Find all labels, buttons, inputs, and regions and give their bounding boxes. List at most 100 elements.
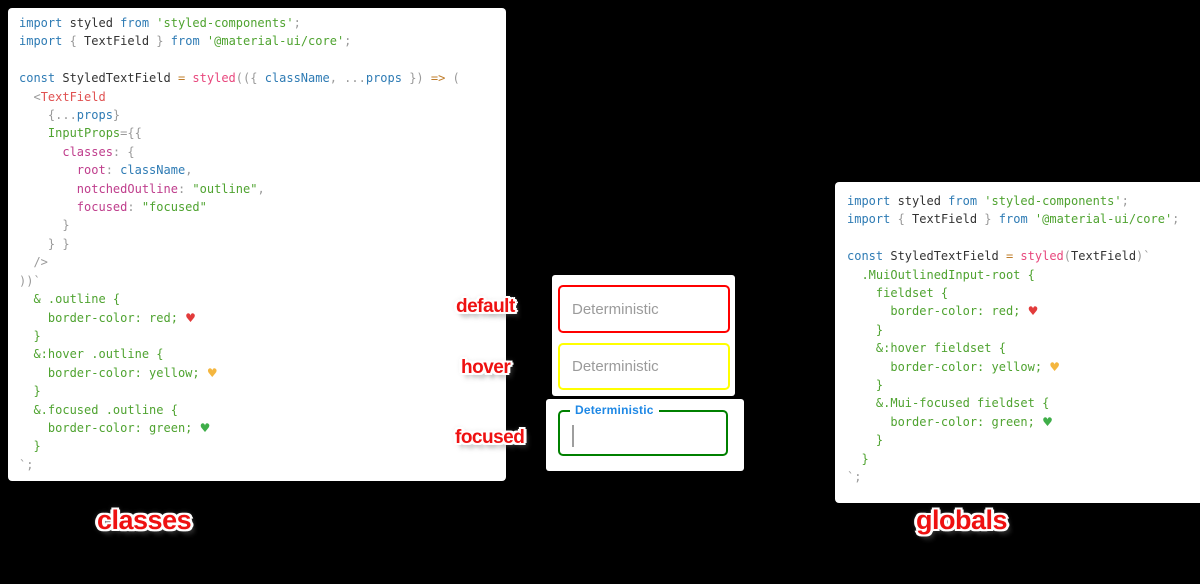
code-token: StyledTextField (883, 249, 1006, 264)
code-line (19, 51, 506, 69)
code-token: } (977, 212, 999, 227)
code-token: ; (1121, 194, 1129, 208)
code-token: ))` (19, 273, 41, 288)
code-token: 'styled-components' (977, 194, 1122, 208)
code-token: border-color: yellow; (19, 365, 207, 380)
code-token: } (847, 451, 869, 466)
code-token: )` (1136, 249, 1151, 264)
code-token: `; (19, 457, 34, 472)
code-line: fieldset { (847, 284, 1200, 302)
code-token: ; (293, 16, 301, 30)
code-line: focused: "focused" (19, 198, 506, 216)
code-token: } } (19, 236, 70, 251)
textfield-demo-panel-bottom: Deterministic (546, 399, 744, 471)
code-token: StyledTextField (55, 71, 178, 86)
code-line: } (847, 376, 1200, 394)
code-line: border-color: yellow; ♥ (847, 358, 1200, 376)
code-token: fieldset { (847, 286, 949, 301)
code-token: < (19, 89, 41, 104)
code-token: TextField (912, 212, 978, 227)
code-token: = (177, 71, 186, 86)
code-token: { (62, 34, 85, 49)
code-token: styled (890, 194, 949, 208)
code-line: notchedOutline: "outline", (19, 180, 506, 198)
code-token: &:hover .outline { (19, 347, 164, 362)
code-token: }) (401, 71, 431, 86)
textfield-default-input[interactable] (560, 287, 728, 331)
code-line: import { TextField } from '@material-ui/… (19, 32, 506, 50)
heart-icon: ♥ (185, 310, 196, 325)
caption-globals: globals (916, 505, 1008, 535)
code-token: } (19, 328, 41, 343)
code-line: ))` (19, 272, 506, 290)
code-token: &.focused .outline { (19, 402, 178, 417)
code-token: import (19, 34, 63, 49)
code-token: focused (19, 200, 128, 215)
code-token: } (847, 433, 884, 448)
code-token: { (890, 212, 913, 227)
textfield-focused[interactable]: Deterministic (558, 403, 728, 456)
code-line: `; (847, 468, 1200, 486)
code-token: } (19, 439, 41, 454)
code-token: from (120, 16, 150, 30)
code-panel-classes: import styled from 'styled-components';i… (8, 8, 506, 481)
heart-icon: ♥ (1027, 304, 1039, 319)
code-token: '@material-ui/core' (199, 34, 345, 49)
code-token: : (105, 163, 121, 178)
code-token: ; (1172, 212, 1180, 227)
textfield-hover[interactable] (558, 343, 730, 390)
code-token: ={{ (120, 126, 142, 141)
heart-icon: ♥ (1049, 359, 1061, 374)
code-token: props (76, 108, 113, 123)
code-token: border-color: green; (19, 420, 200, 435)
code-token: `; (847, 470, 862, 485)
code-token: import (19, 16, 63, 30)
code-line: const StyledTextField = styled(TextField… (847, 247, 1200, 265)
code-token: border-color: yellow; (847, 359, 1050, 374)
code-token: => (430, 71, 446, 86)
code-token: InputProps (19, 126, 121, 141)
code-token: ; (344, 34, 352, 49)
code-token: {... (19, 108, 77, 123)
code-token: : (127, 200, 142, 215)
textfield-hover-input[interactable] (560, 345, 728, 388)
code-line: border-color: green; ♥ (19, 419, 506, 437)
code-line: &:hover fieldset { (847, 339, 1200, 357)
code-line: InputProps={{ (19, 124, 506, 142)
code-token: "outline" (192, 181, 258, 196)
code-line: &:hover .outline { (19, 345, 506, 363)
heart-icon: ♥ (206, 365, 218, 380)
code-line: `; (19, 456, 506, 474)
heart-icon: ♥ (199, 420, 211, 435)
text-caret (572, 425, 574, 447)
code-line: /> (19, 253, 506, 271)
code-token: } (847, 322, 884, 337)
code-token: notchedOutline (19, 181, 178, 196)
code-token: } (112, 108, 121, 123)
code-token: className (264, 71, 330, 86)
code-token: styled (192, 71, 236, 86)
code-token: , (257, 181, 265, 196)
code-line: border-color: red; ♥ (847, 302, 1200, 320)
code-line: } (847, 450, 1200, 468)
code-token: from (170, 34, 200, 49)
code-line: &.Mui-focused fieldset { (847, 394, 1200, 412)
textfield-default[interactable] (558, 285, 730, 333)
code-token: className (120, 163, 186, 178)
caption-hover: hover (461, 357, 511, 378)
code-line: import styled from 'styled-components'; (19, 14, 506, 32)
code-token: "focused" (141, 200, 207, 215)
code-token: from (948, 194, 978, 208)
code-token: &.Mui-focused fieldset { (847, 396, 1050, 411)
code-line: <TextField (19, 88, 506, 106)
code-line: border-color: red; ♥ (19, 309, 506, 327)
code-token: props (365, 71, 402, 86)
code-token: border-color: green; (847, 414, 1043, 429)
code-token: } (847, 378, 884, 393)
textfield-focused-label: Deterministic (570, 403, 659, 417)
code-token: classes (19, 144, 113, 159)
code-line: import { TextField } from '@material-ui/… (847, 210, 1200, 228)
code-line: const StyledTextField = styled(({ classN… (19, 69, 506, 87)
code-line: {...props} (19, 106, 506, 124)
caption-focused: focused (455, 427, 525, 448)
